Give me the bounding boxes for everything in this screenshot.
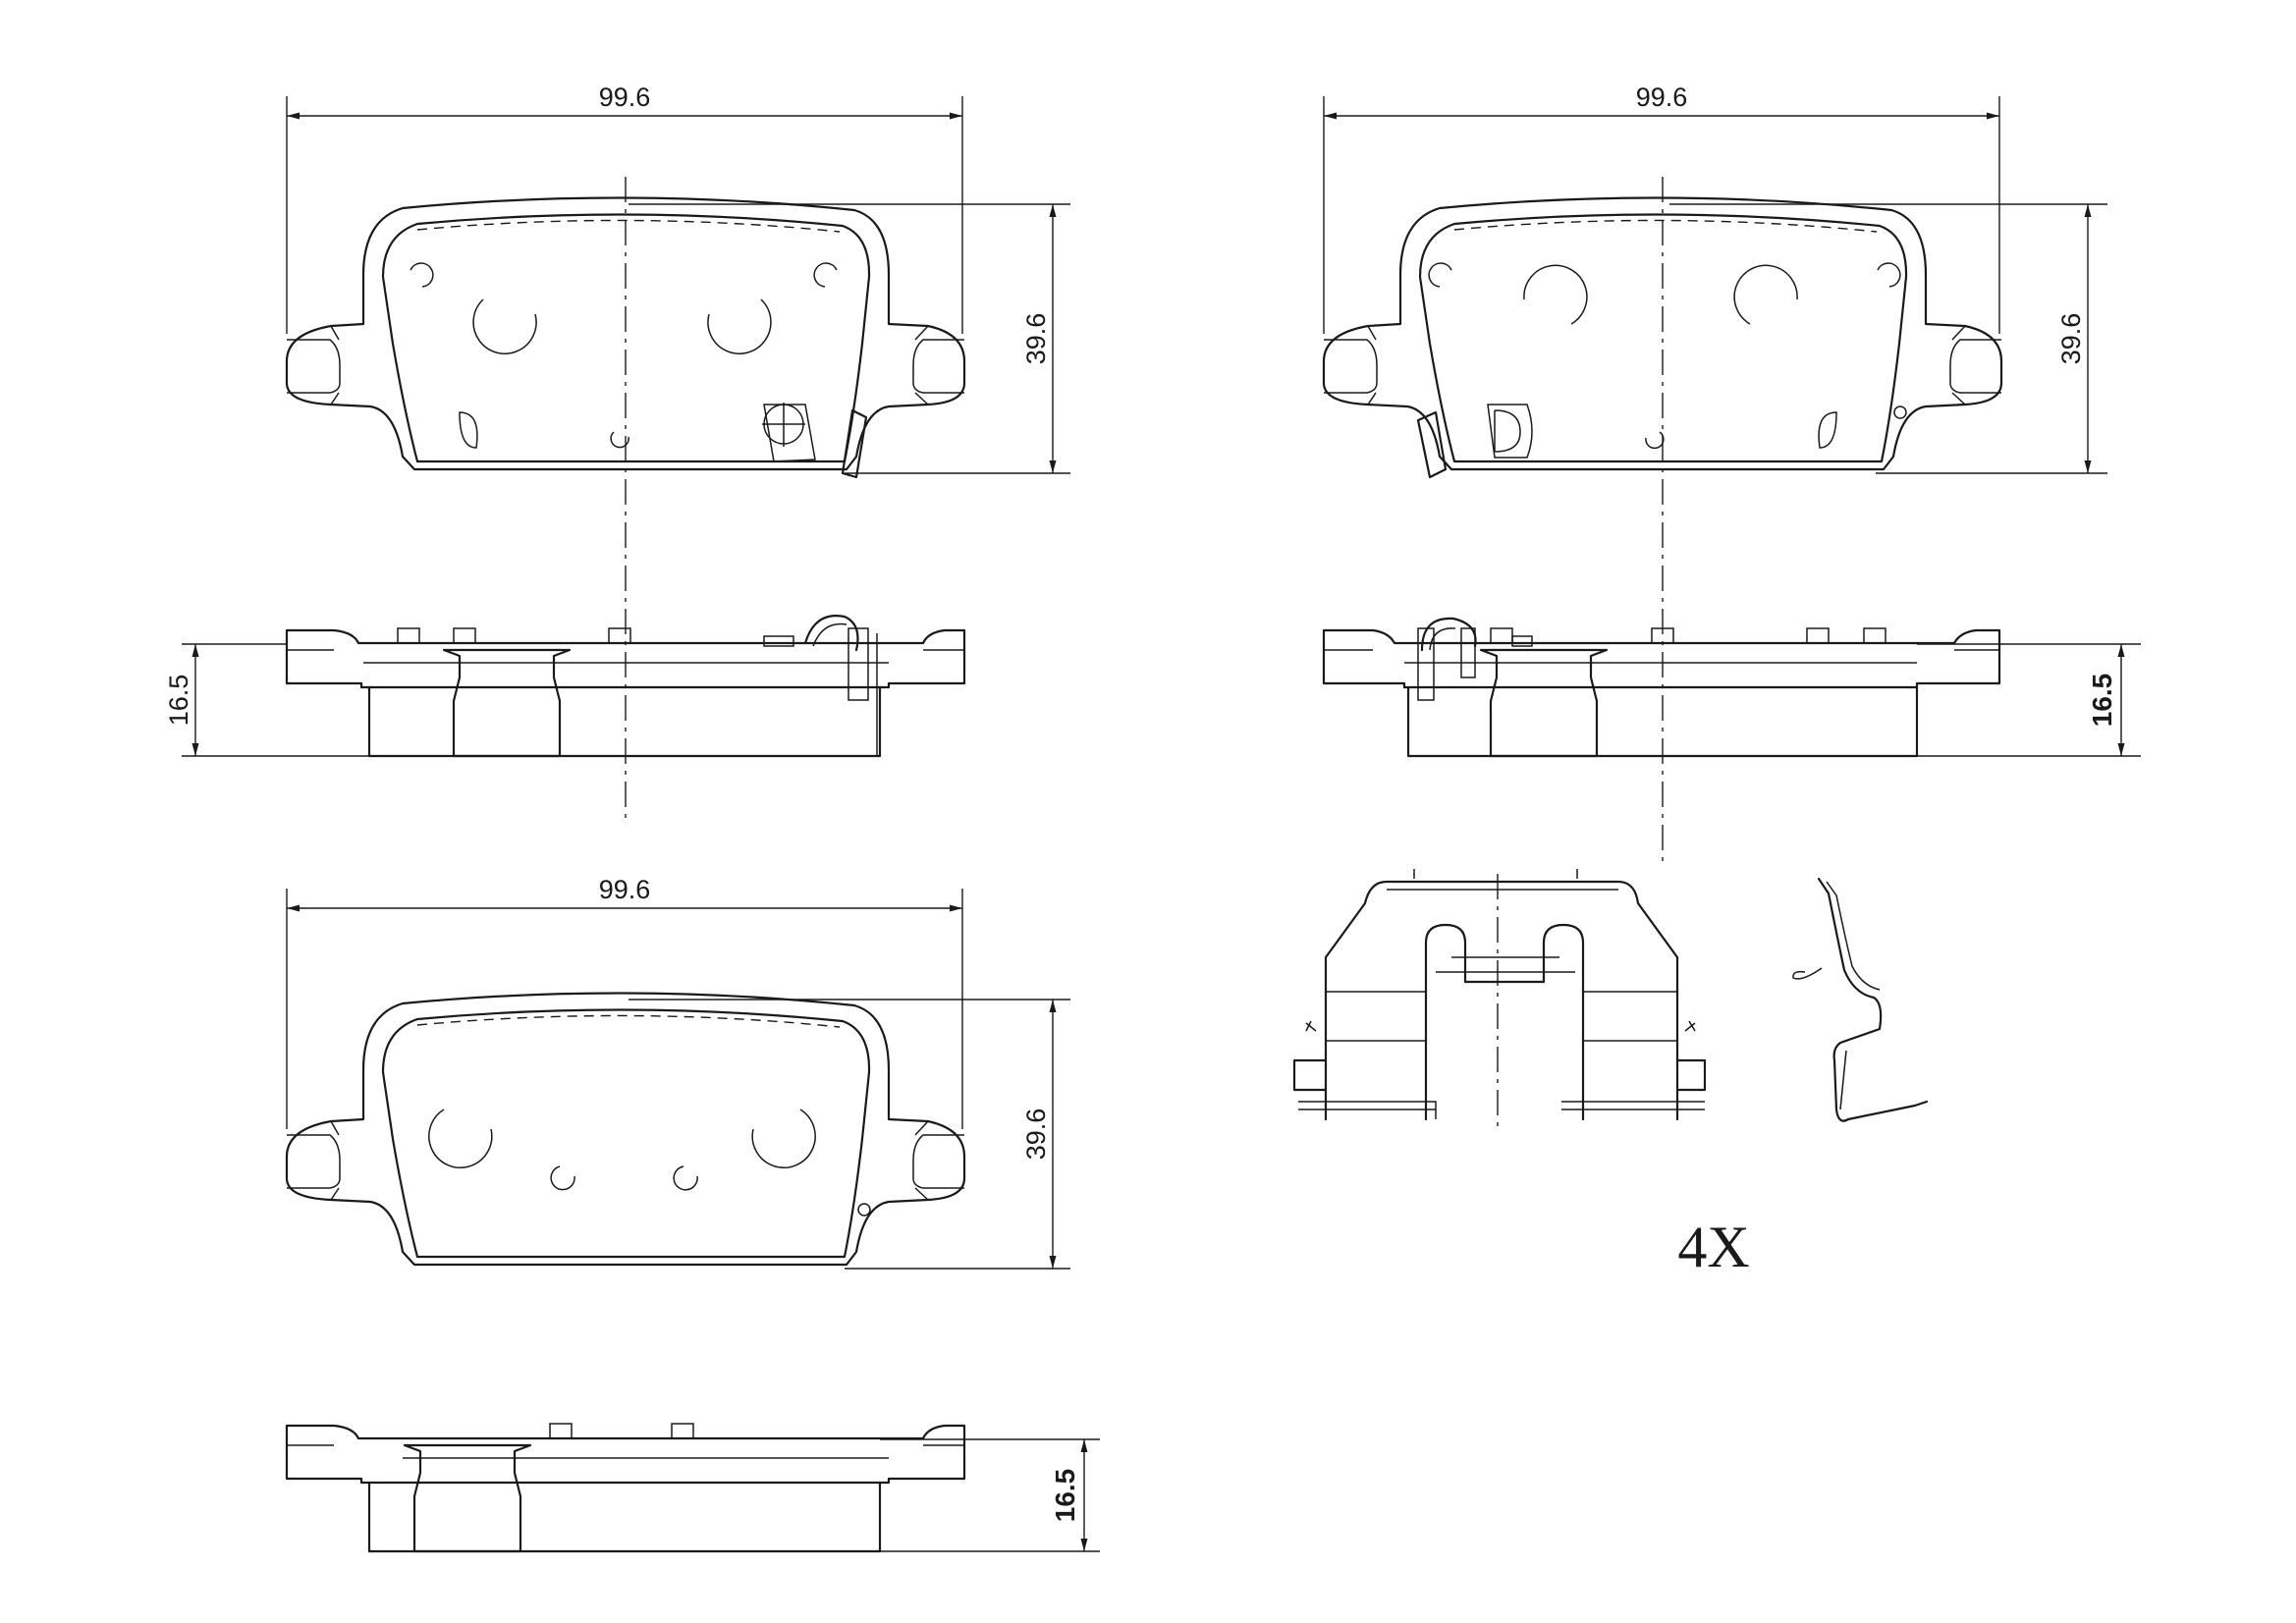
- pad-a-width-label: 99.6: [599, 82, 651, 112]
- pad-b-thickness-dimension: 16.5: [1917, 643, 2141, 757]
- pad-a-height-label: 39.6: [1021, 313, 1051, 365]
- pad-c-thickness-dimension: 16.5: [880, 1438, 1100, 1552]
- pad-c-thickness-label: 16.5: [1050, 1469, 1080, 1523]
- spring-clip: [1792, 877, 1929, 1122]
- hardware-quantity-label: 4X: [1677, 1215, 1749, 1279]
- pad-c-height-label: 39.6: [1021, 1109, 1051, 1161]
- pad-c-side-view: [285, 1423, 966, 1553]
- pad-b-thickness-label: 16.5: [2087, 674, 2117, 728]
- pad-a-thickness-label: 16.5: [164, 675, 193, 727]
- pad-b-height-label: 39.6: [2056, 313, 2086, 365]
- abutment-clip: [1292, 869, 1707, 1129]
- pad-a-width-dimension: 99.6: [286, 82, 963, 334]
- pad-a-plan-view: [285, 196, 966, 479]
- pad-a-height-dimension: 39.6: [629, 203, 1070, 474]
- pad-c-plan-view: [285, 992, 966, 1267]
- pad-b-width-dimension: 99.6: [1323, 82, 2000, 334]
- pad-b-plan-view: [1322, 196, 2003, 479]
- pad-a-side-view: [285, 615, 966, 758]
- pad-b-height-dimension: 39.6: [1669, 203, 2107, 474]
- pad-c-width-label: 99.6: [599, 875, 651, 904]
- pad-b-width-label: 99.6: [1636, 82, 1688, 112]
- pad-c-width-dimension: 99.6: [286, 875, 963, 1129]
- pad-a-thickness-dimension: 16.5: [164, 643, 369, 757]
- pad-c-height-dimension: 39.6: [629, 999, 1070, 1270]
- pad-b-side-view: [1322, 617, 2001, 758]
